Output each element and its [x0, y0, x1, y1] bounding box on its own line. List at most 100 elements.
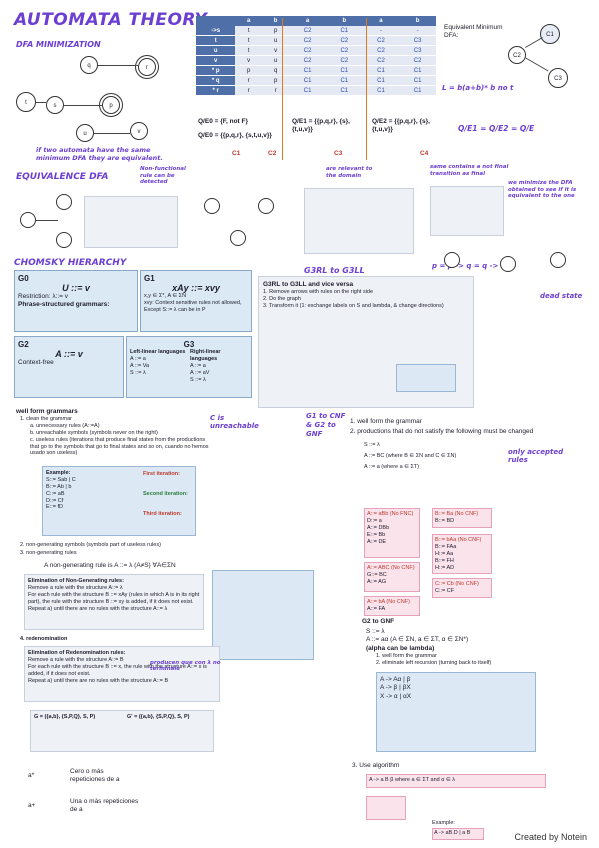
g2-text: Context-free: [18, 359, 54, 366]
table-header-cell: a: [362, 16, 400, 26]
state-3: [56, 232, 72, 248]
card-g0: G0 U ::= v Restriction: λ::= v Phrase-st…: [14, 270, 138, 332]
alpha-note: (alpha can be lambda): [366, 644, 435, 652]
redenomination-note: producen que con λ no terminale: [150, 660, 221, 672]
transition-line: [525, 57, 549, 72]
table-cell: C2: [289, 45, 326, 56]
transition-line: [98, 65, 138, 66]
table-cell: ->s: [196, 26, 236, 36]
elim-ng-title: Elimination of Non-Generating rules:: [28, 578, 124, 584]
state-2: [500, 256, 516, 272]
partition-q0: Q/E0 = {F, not F}: [198, 118, 249, 125]
class-c1: C1: [232, 150, 241, 157]
g3-step-1: 1. Remove arrows with rules on the right…: [263, 289, 374, 296]
table-cell: t: [235, 26, 262, 36]
g2-gnf-rules: S ::= λ A ::= aα (A ∈ ΣN, a ∈ ΣT, α ∈ ΣN…: [366, 628, 586, 667]
state-c2: C2: [508, 46, 526, 64]
algo-sub-box: [366, 796, 406, 820]
equiv-note-4: we minimize the DFA obtained to see if i…: [508, 180, 577, 200]
table-cell: C1: [325, 75, 363, 86]
card-g1: G1 xAy ::= xvy x,y ∈ Σ*, A ∈ ΣN xvy: Con…: [140, 270, 252, 332]
equiv-note-2: are relevant to the domain: [326, 166, 373, 179]
algo-example-title: Example:: [432, 820, 455, 826]
table-cell: C2: [362, 35, 400, 46]
table-cell: r: [235, 75, 262, 86]
cnf-example-2: A::= ABC (No CNF) G::= BC A::= AG: [364, 562, 420, 592]
table-cell: v: [261, 45, 290, 56]
wellform-example-box: Example: S::= Sab | C B::= Ab | b C::= a…: [42, 466, 196, 536]
gnf-rule: S ::= λ: [366, 628, 385, 635]
dfa-diagram: q r s p u v t: [10, 52, 160, 144]
gnf-step-1: 1. well form the grammar: [350, 418, 422, 425]
state-3: [230, 230, 246, 246]
second-iteration-label: Second iteration:: [143, 491, 188, 497]
table-cell: q: [261, 65, 290, 76]
first-iteration-label: First iteration:: [143, 471, 180, 477]
state-r: r: [138, 58, 156, 76]
table-cell: C3: [399, 35, 436, 46]
state-2: [56, 194, 72, 210]
g0-text: Phrase-structured grammars:: [18, 301, 110, 309]
min-dfa-language: L = b(a+b)* b no t: [442, 84, 514, 92]
repeat-text-plus: Una o más repeticiones de a: [70, 798, 139, 814]
gnf-rule: A ::= aα (A ∈ ΣN, a ∈ ΣT, α ∈ ΣN*): [366, 636, 469, 644]
card-g2: G2 A ::= v Context-free: [14, 336, 124, 398]
table-header-row: a b a b a b: [196, 16, 436, 26]
transition-line: [64, 105, 102, 106]
table-cell: -: [362, 26, 400, 36]
repeat-text-star: Cero o más repeticiones de a: [70, 768, 120, 784]
g1-text: x,y ∈ Σ*, A ∈ ΣN: [144, 293, 187, 299]
table-cell: C1: [362, 85, 400, 96]
table-cell: C1: [399, 65, 436, 76]
table-cell: C1: [325, 65, 363, 76]
equiv-dfa-diagram-2: [198, 190, 296, 254]
elim-red-step: Repeat a) until there are no rules with …: [28, 677, 169, 684]
table-cell: C2: [362, 45, 400, 56]
algo-rule-box: A -> a B β where a ∈ ΣT and α ∈ λ: [366, 774, 546, 788]
table-header-cell: [196, 16, 236, 26]
table-cell: u: [261, 35, 290, 46]
table-cell: C1: [399, 75, 436, 86]
state-c1: C1: [540, 24, 560, 44]
rec-rule: A -> β | βX: [380, 684, 411, 692]
accepted-rule: S ::= λ: [364, 442, 380, 448]
g1-title: G1: [144, 274, 155, 283]
divider-orange: [366, 18, 367, 160]
chomsky-heading: CHOMSKY HIERARCHY: [14, 258, 127, 268]
class-c4: C4: [420, 150, 429, 157]
gnf-heading: G1 to CNF & G2 to GNF: [306, 412, 346, 439]
dfa-min-heading: DFA MINIMIZATION: [16, 40, 101, 49]
g1-text-2: xvy: Context sensitive rules not allowed…: [144, 299, 242, 313]
table-cell: p: [261, 26, 290, 36]
wellform-step: 1. clean the grammar: [20, 416, 72, 422]
g3-step-title: G3RL to G3LL and vice versa: [263, 281, 354, 288]
table-cell: C2: [325, 55, 363, 66]
table-cell: * r: [196, 85, 236, 96]
example-rule: E::= fD: [46, 504, 63, 511]
table-cell: C2: [289, 35, 326, 46]
gnf-step: 1. well form the grammar: [376, 653, 437, 660]
gnf-step: 2. eliminate left recursion (turning bac…: [376, 660, 492, 667]
grammar-compare-box: G = ({a,b}, {S,P,Q}, S, P) G' = ({a,b}, …: [30, 710, 214, 752]
elim-ng-step: Repeat a) until there are no rules with …: [28, 605, 168, 612]
table-cell: u: [196, 45, 236, 56]
repeat-sym-star: a*: [28, 772, 35, 779]
accepted-rules: S ::= λ A ::= BC (where B ∈ ΣN and C ∈ Σ…: [364, 442, 504, 471]
state-1: [20, 212, 36, 228]
gnf-step-2: 2. productions that do not satisfy the f…: [350, 428, 534, 435]
cnf-example-1: A::= aBb (No FNC) D::= a A::= DBb E::= B…: [364, 508, 420, 558]
g3-title: G3: [183, 340, 195, 349]
accepted-rule: A ::= BC (where B ∈ ΣN and C ∈ ΣN): [364, 452, 457, 459]
example-rule: C::= aB: [46, 490, 65, 497]
wellform-step: b. unreachable symbols (symbols never on…: [30, 429, 158, 436]
g0-restriction: Restriction: λ::= v: [18, 293, 69, 300]
table-cell: t: [196, 35, 236, 46]
divider-orange: [282, 18, 283, 160]
redenomination-step: 4. redenomination: [20, 636, 68, 642]
accepted-rules-note: only accepted rules: [508, 448, 564, 464]
table-cell: C2: [289, 26, 326, 36]
equiv-formula: p = p -> q = q -> 1: [432, 262, 506, 270]
